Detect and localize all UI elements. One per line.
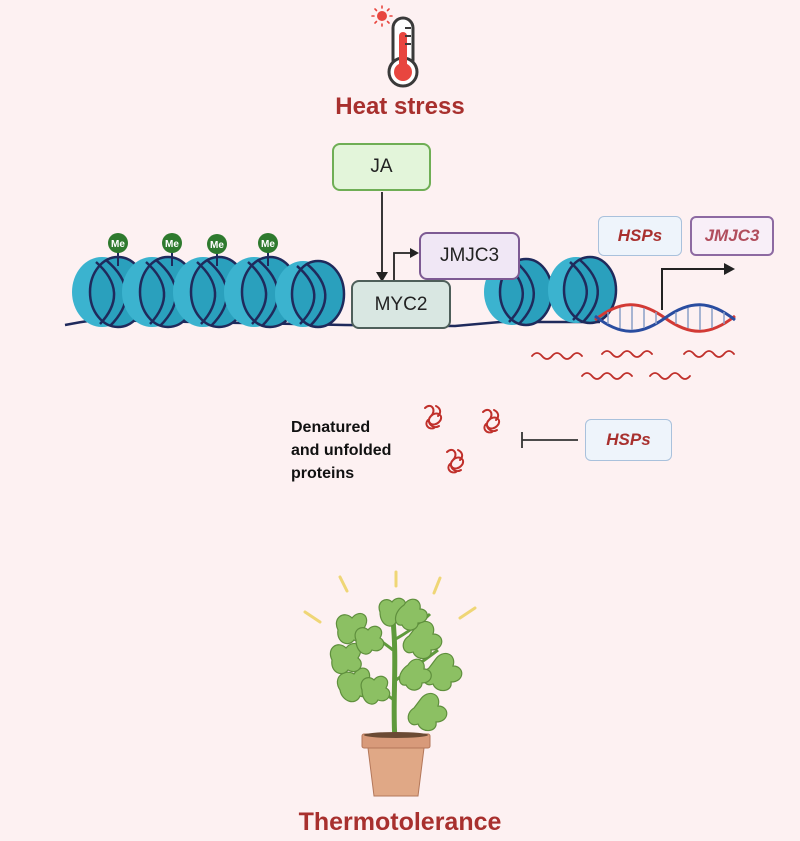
- jmjc3-gene-box: JMJC3: [690, 216, 774, 256]
- methyl-mark-label: Me: [210, 240, 224, 251]
- denatured-proteins-label: Denatured and unfolded proteins: [291, 416, 391, 485]
- mrna-transcripts: [531, 350, 735, 380]
- methyl-mark-2: Me: [162, 233, 182, 266]
- myc2-to-jmjc3-arrow: [393, 248, 419, 284]
- methyl-mark-3: Me: [207, 234, 227, 266]
- denatured-line-1: Denatured: [291, 419, 371, 436]
- myc2-box: MYC2: [351, 280, 451, 329]
- nucleosome-5: [275, 259, 346, 329]
- methyl-mark-label: Me: [111, 239, 125, 250]
- thermometer-icon: [371, 5, 419, 88]
- plant-icon: [329, 597, 463, 797]
- nucleosome-7: [548, 255, 618, 325]
- denatured-line-2: and unfolded: [291, 442, 392, 459]
- ja-box: JA: [332, 143, 431, 191]
- hsps-gene-box: HSPs: [598, 216, 682, 256]
- methyl-mark-label: Me: [165, 239, 179, 250]
- hsps-inhibition-bar: [521, 432, 578, 448]
- methyl-mark-label: Me: [261, 239, 275, 250]
- thermotolerance-label: Thermotolerance: [298, 808, 502, 836]
- ja-to-myc2-arrow: [376, 192, 388, 282]
- sun-icon: [371, 5, 393, 27]
- jmjc3-protein-box: JMJC3: [419, 232, 520, 280]
- dna-double-helix: [594, 303, 736, 333]
- heat-stress-label: Heat stress: [335, 93, 465, 120]
- glow-rays-icon: [303, 570, 477, 624]
- hsps-protein-box: HSPs: [585, 419, 672, 461]
- denatured-line-3: proteins: [291, 465, 355, 482]
- methyl-mark-4: Me: [258, 233, 278, 266]
- transcription-start-arrow: [661, 263, 735, 310]
- methyl-mark-1: Me: [108, 233, 128, 266]
- denatured-protein-icon: [424, 404, 501, 474]
